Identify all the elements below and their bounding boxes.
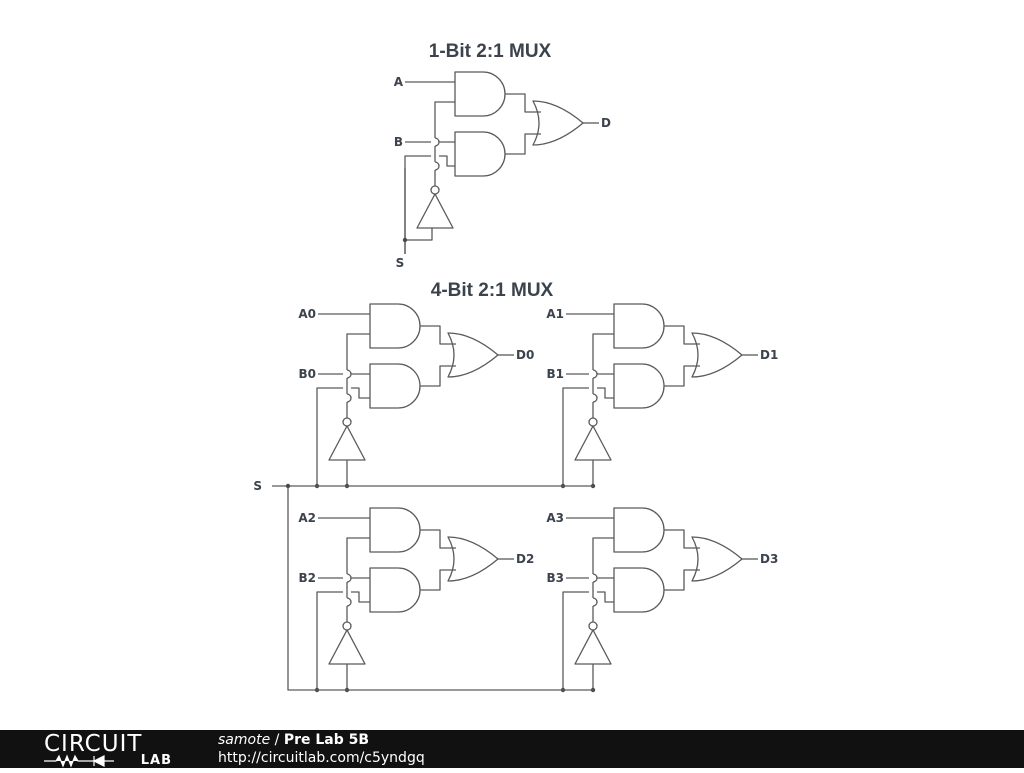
circuitlab-logo[interactable]: CIRCUIT LAB: [44, 732, 174, 768]
wire: [420, 529, 456, 549]
or-gate: [447, 536, 499, 582]
or-gate: [691, 536, 743, 582]
wire-crossover: [346, 369, 352, 379]
wire-crossover: [346, 393, 352, 403]
wire-crossover: [592, 369, 598, 379]
not-gate-bubble: [342, 417, 352, 427]
wire: [505, 93, 541, 113]
wire: [404, 168, 433, 241]
not-gate-bubble: [588, 621, 598, 631]
label-d3: D3: [760, 552, 778, 566]
label-b2: B2: [299, 571, 317, 585]
wire: [664, 529, 700, 549]
wire: [420, 325, 456, 345]
wire: [346, 537, 370, 622]
project-title[interactable]: Pre Lab 5B: [283, 732, 370, 748]
wire: [316, 387, 370, 486]
wire: [434, 101, 455, 186]
logo-wordmark-bottom: LAB: [44, 754, 174, 768]
label-d1: D1: [760, 348, 778, 362]
wire: [592, 333, 614, 418]
and-gate: [369, 567, 421, 613]
not-gate-bubble: [430, 185, 440, 195]
label-a3: A3: [546, 511, 564, 525]
label-a1: A1: [546, 307, 564, 321]
or-gate: [447, 332, 499, 378]
wire-junction: [285, 483, 291, 489]
circuit-credit: samote / Pre Lab 5B: [218, 731, 369, 749]
not-gate: [416, 193, 454, 229]
title-4bit-mux: 4-Bit 2:1 MUX: [431, 280, 554, 301]
or-gate: [691, 332, 743, 378]
label-b3: B3: [547, 571, 565, 585]
logo-wordmark-top: CIRCUIT: [44, 731, 143, 757]
wire-crossover: [592, 597, 598, 607]
wire: [505, 133, 541, 155]
wire-crossover: [592, 393, 598, 403]
label-b1: B1: [547, 367, 565, 381]
label-a2: A2: [298, 511, 316, 525]
not-gate: [328, 425, 366, 461]
wire: [664, 365, 700, 387]
label-s: S: [396, 256, 405, 270]
not-gate-bubble: [342, 621, 352, 631]
wire: [287, 486, 593, 691]
not-gate: [574, 425, 612, 461]
and-gate: [613, 507, 665, 553]
wire: [664, 325, 700, 345]
title-1bit-mux: 1-Bit 2:1 MUX: [429, 41, 552, 62]
and-gate: [369, 507, 421, 553]
label-d: D: [601, 116, 611, 130]
and-gate: [613, 567, 665, 613]
credit-separator: /: [270, 732, 284, 748]
and-gate: [369, 303, 421, 349]
and-gate: [454, 71, 506, 117]
logo-lab-text: LAB: [140, 753, 172, 768]
wire-crossover: [346, 573, 352, 583]
wire: [316, 591, 370, 690]
author-name[interactable]: samote: [218, 732, 271, 748]
circuit-url[interactable]: http://circuitlab.com/c5yndgq: [218, 750, 425, 766]
wire: [592, 537, 614, 622]
wire: [664, 569, 700, 591]
wire: [420, 365, 456, 387]
logo-waveform-icon: [44, 754, 114, 768]
label-a0: A0: [298, 307, 316, 321]
wire: [346, 333, 370, 418]
not-gate: [328, 629, 366, 665]
footer-bar: CIRCUIT LAB samote / Pre Lab 5B http://c…: [0, 730, 1024, 768]
and-gate: [613, 363, 665, 409]
or-gate: [532, 100, 584, 146]
and-gate: [613, 303, 665, 349]
wire: [420, 569, 456, 591]
wire-crossover: [592, 573, 598, 583]
label-b: B: [394, 135, 403, 149]
wire: [562, 387, 614, 486]
and-gate: [454, 131, 506, 177]
wire: [562, 591, 614, 690]
mux-1bit: A B D S: [394, 71, 611, 270]
not-gate-bubble: [588, 417, 598, 427]
wire-junction: [402, 237, 408, 243]
and-gate: [369, 363, 421, 409]
wire-crossover: [346, 597, 352, 607]
label-d2: D2: [516, 552, 534, 566]
wire-crossover: [434, 161, 440, 171]
not-gate: [574, 629, 612, 665]
label-s-4bit: S: [253, 479, 262, 493]
label-b0: B0: [299, 367, 317, 381]
label-a: A: [394, 75, 404, 89]
wire-crossover: [434, 137, 440, 147]
label-d0: D0: [516, 348, 534, 362]
